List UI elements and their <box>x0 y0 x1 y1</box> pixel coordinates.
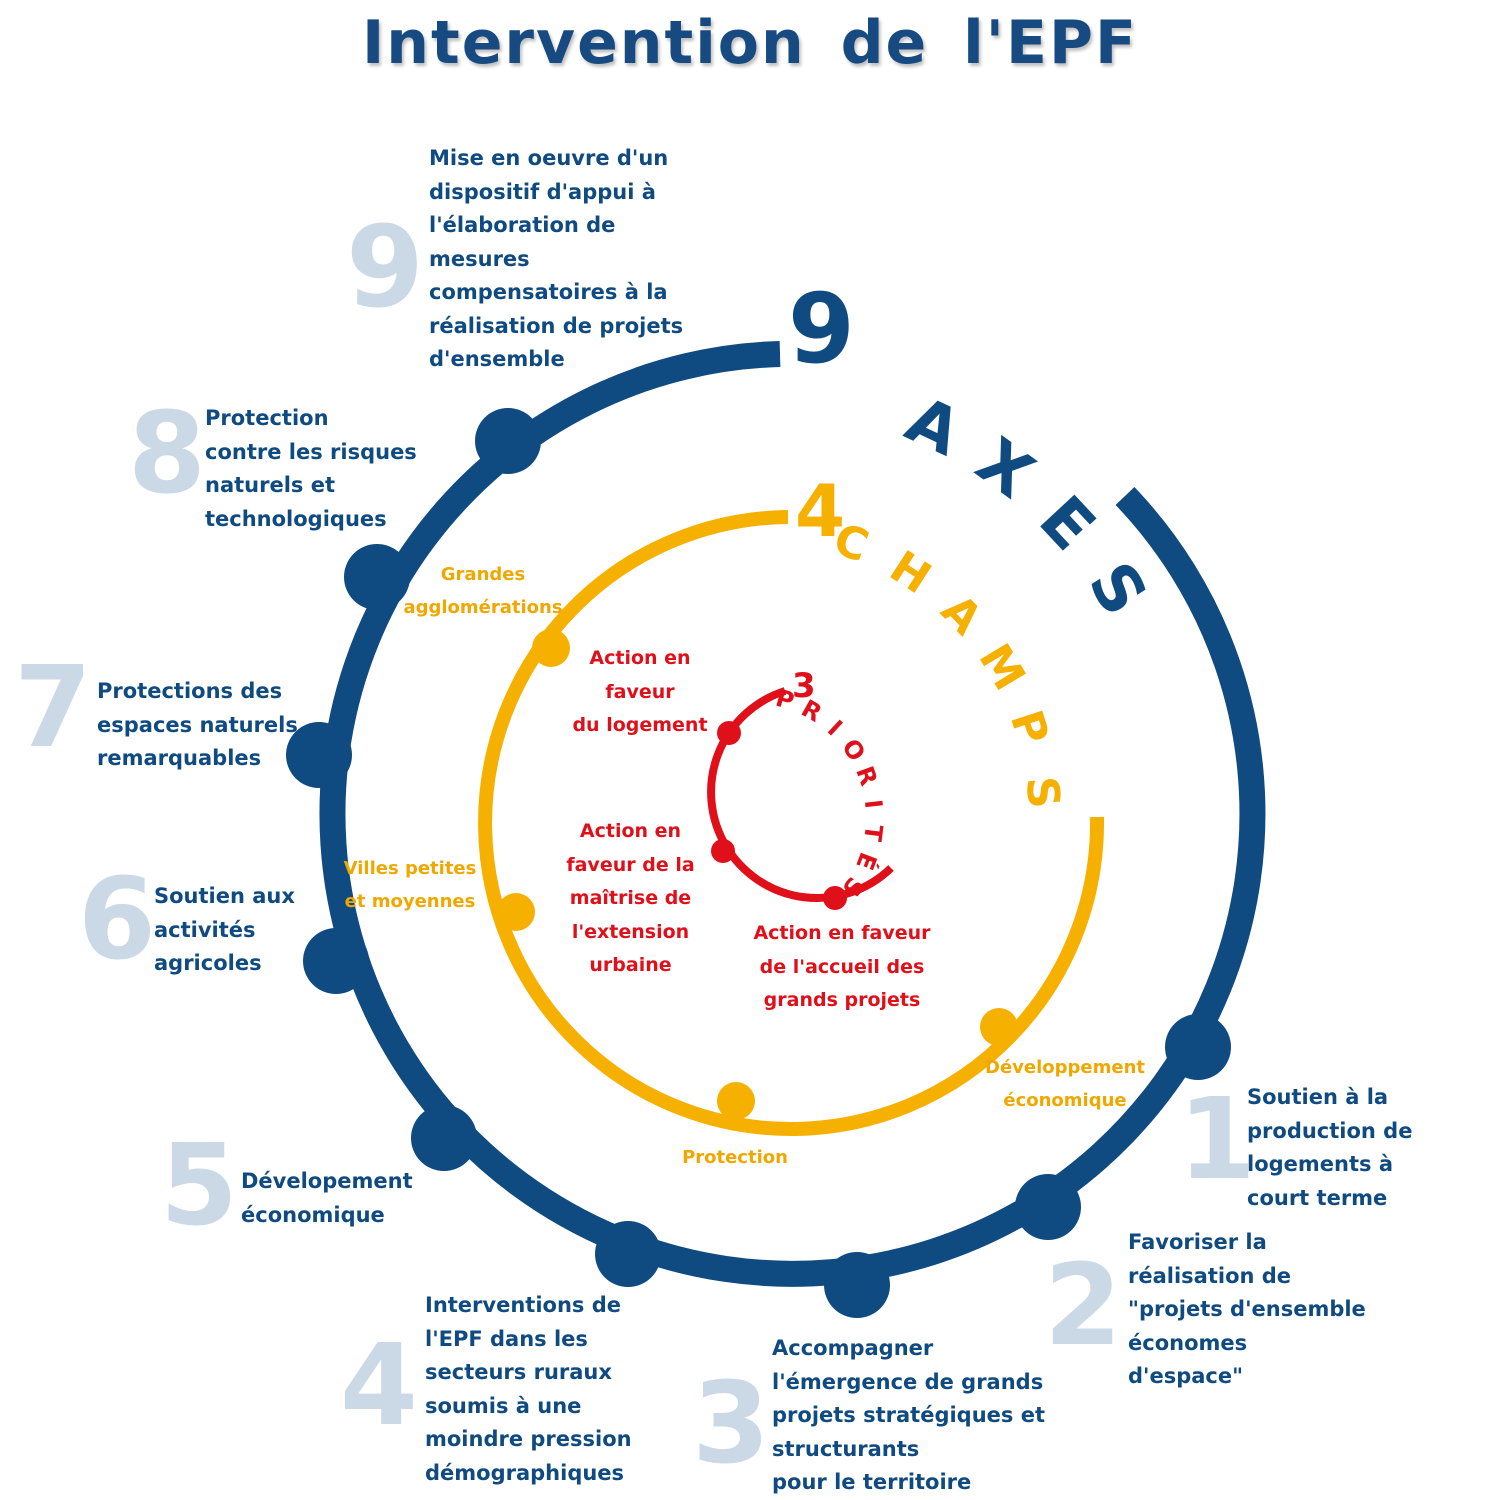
priorites-count: 3 <box>792 666 816 706</box>
axis-dot-4 <box>595 1221 661 1287</box>
priorites-ring-label-letter: P <box>773 684 798 716</box>
axis-dot-3 <box>824 1252 890 1318</box>
axis-label-4: Interventions de l'EPF dans les secteurs… <box>425 1293 632 1485</box>
champ-label-villes-petites: Villes petites et moyennes <box>343 858 477 912</box>
axis-dot-1 <box>1165 1014 1231 1080</box>
champ-dot-3 <box>717 1082 755 1120</box>
priorite-label-grands-projets: Action en faveur de l'accueil des grands… <box>753 922 931 1011</box>
axis-dot-2 <box>1015 1174 1081 1240</box>
priorites-ring-label-letter: T <box>858 823 888 843</box>
axis-number-7: 7 <box>14 643 92 773</box>
page-title: Intervention de l'EPF <box>361 8 1138 78</box>
axis-label-3: Accompagner l'émergence de grands projet… <box>772 1336 1045 1494</box>
axis-label-9: Mise en oeuvre d'un dispositif d'appui à… <box>429 146 684 371</box>
priorite-dot-2 <box>711 839 735 863</box>
champ-label-developpement: Développement économique <box>985 1057 1145 1111</box>
axis-dot-7 <box>286 722 352 788</box>
champ-label-grandes-agglomerations: Grandes agglomérations <box>403 564 563 618</box>
axis-label-7: Protections des espaces naturels remarqu… <box>97 679 298 770</box>
champs-count: 4 <box>795 469 845 553</box>
champ-label-protection: Protection <box>682 1147 788 1168</box>
priorite-label-logement: Action en faveur du logement <box>572 647 708 736</box>
axis-number-6: 6 <box>78 855 156 985</box>
axes-ring-label-letter: X <box>963 424 1046 513</box>
axes-ring-label-letter: E <box>1025 483 1109 565</box>
axis-number-5: 5 <box>160 1121 238 1251</box>
priorite-dot-3 <box>823 886 847 910</box>
priorites-ring-label-letter: I <box>859 798 888 810</box>
axis-number-3: 3 <box>692 1359 770 1489</box>
axis-number-2: 2 <box>1044 1241 1122 1371</box>
champs-ring-label-letter: H <box>881 541 940 604</box>
champs-ring-label-letter: A <box>931 585 991 645</box>
axis-dot-9 <box>475 408 541 474</box>
axis-label-1: Soutien à la production de logements à c… <box>1247 1085 1413 1210</box>
priorites-ring-label-letter: É <box>850 848 883 874</box>
priorites-ring-label-letter: I <box>822 715 848 742</box>
priorites-ring-label-letter: O <box>836 734 871 766</box>
axis-dot-8 <box>344 544 410 610</box>
axes-ring-label-letter: S <box>1073 550 1160 628</box>
axis-dot-6 <box>303 928 369 994</box>
champ-dot-1 <box>532 629 570 667</box>
champs-ring-label-letter: P <box>1000 704 1058 750</box>
axis-label-2: Favoriser la réalisation de "projets d'e… <box>1128 1230 1366 1388</box>
axes-count: 9 <box>788 273 855 385</box>
champ-dot-4 <box>980 1008 1018 1046</box>
champs-ring-label-letter: S <box>1016 774 1070 810</box>
champs-ring-label-letter: M <box>969 635 1035 699</box>
axis-number-8: 8 <box>128 389 206 519</box>
axes-ring-label-letter: A <box>895 383 972 471</box>
axis-number-9: 9 <box>346 203 424 333</box>
axis-label-6: Soutien aux activités agricoles <box>154 884 295 975</box>
priorite-label-extension-urbaine: Action en faveur de la maîtrise de l'ext… <box>566 820 695 976</box>
axis-number-4: 4 <box>340 1321 418 1451</box>
axis-label-8: Protection contre les risques naturels e… <box>205 406 417 531</box>
champ-dot-2 <box>497 893 535 931</box>
axis-dot-5 <box>411 1105 477 1171</box>
priorite-dot-1 <box>717 721 741 745</box>
axis-label-5: Dévelopement économique <box>241 1169 413 1227</box>
axis-number-1: 1 <box>1178 1075 1256 1205</box>
priorites-ring-label-letter: R <box>850 762 883 789</box>
